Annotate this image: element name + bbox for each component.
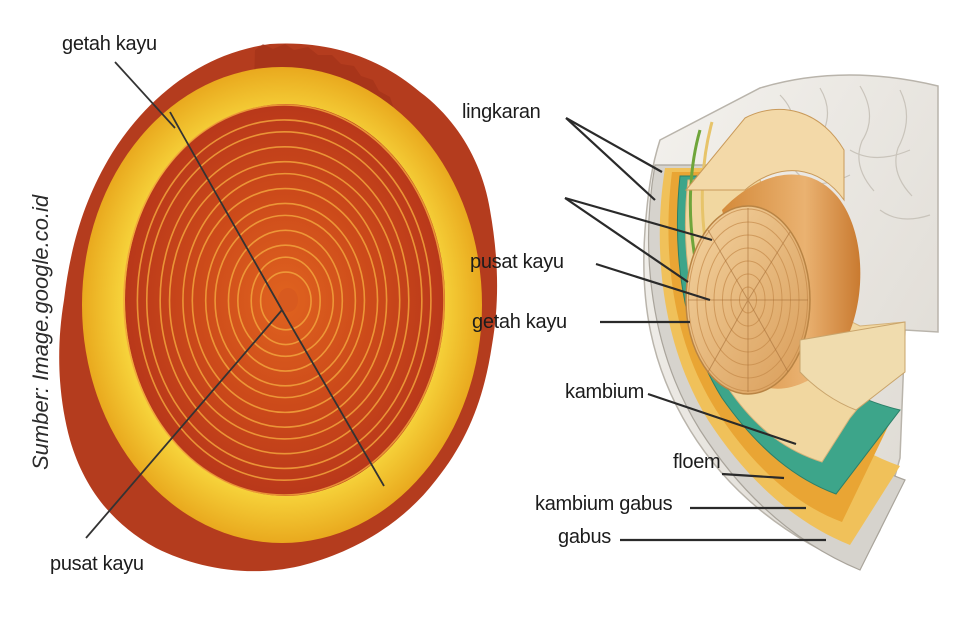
label-getah-kayu-left: getah kayu bbox=[62, 33, 157, 55]
leader-lingkaran-2 bbox=[566, 118, 655, 200]
trunk-cross-section bbox=[59, 43, 497, 571]
source-credit: Sumber: Image.google.co.id bbox=[28, 194, 53, 470]
leader-lingkaran-1 bbox=[566, 118, 662, 172]
label-floem: floem bbox=[673, 451, 720, 473]
label-gabus: gabus bbox=[558, 526, 611, 548]
label-getah-kayu-right: getah kayu bbox=[472, 311, 567, 333]
label-lingkaran: lingkaran bbox=[462, 101, 540, 123]
label-pusat-kayu-right: pusat kayu bbox=[470, 251, 564, 273]
label-kambium-gabus: kambium gabus bbox=[535, 493, 673, 515]
label-kambium: kambium bbox=[565, 381, 644, 403]
label-pusat-kayu-left: pusat kayu bbox=[50, 553, 144, 575]
